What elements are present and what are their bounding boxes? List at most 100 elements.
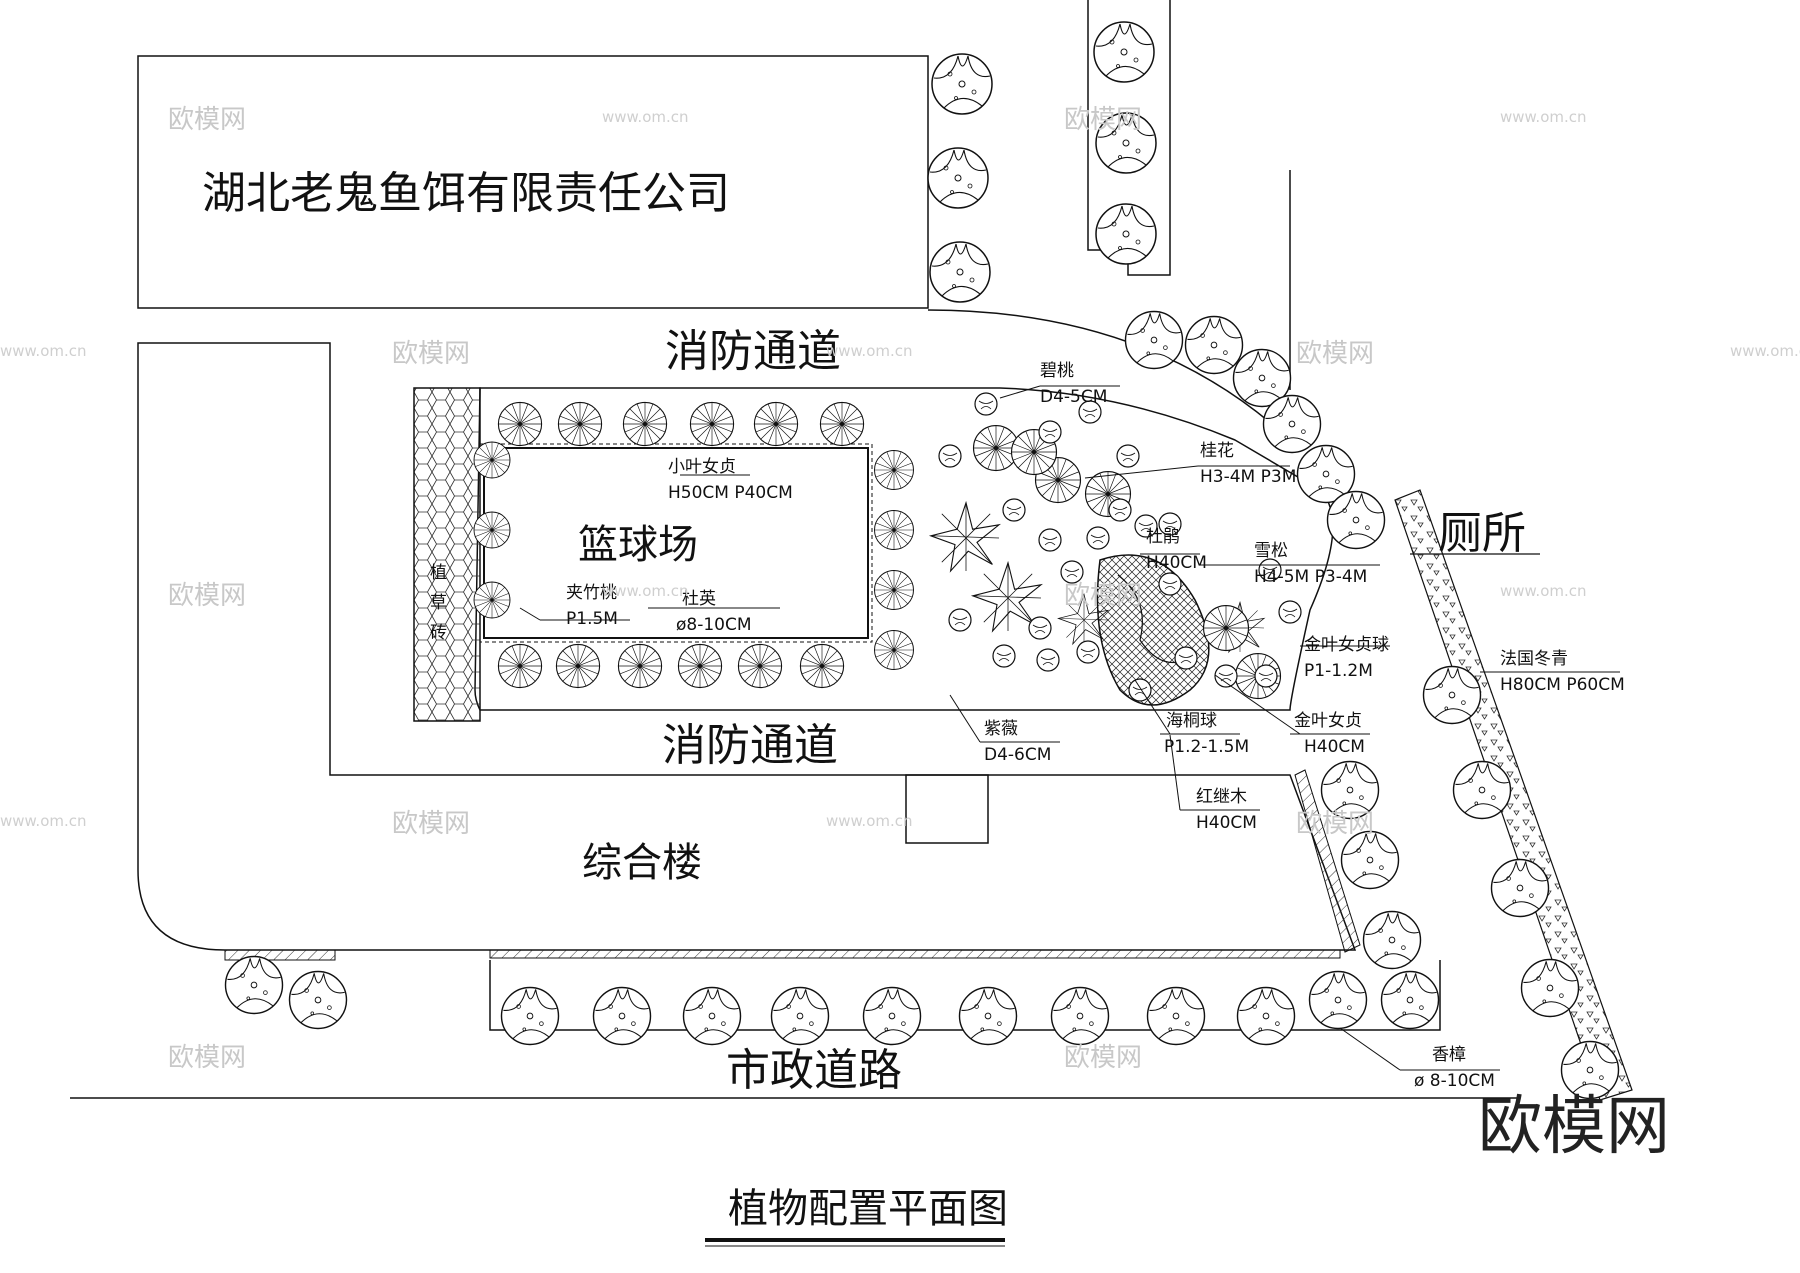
faguo-spec: H80CM P60CM [1500,675,1625,695]
watermark-text: 欧模网 [168,581,246,611]
hedge-tree [753,401,799,447]
ziwei-spec: D4-6CM [984,745,1051,765]
watermark-url: www.om.cn [0,812,87,830]
shrub-symbol [1028,616,1052,640]
shrub-symbol [1086,526,1110,550]
shrub-symbol [1116,444,1140,468]
hedge-tree [799,643,845,689]
camphor-tree [1262,394,1322,454]
shrub-symbol [1060,560,1084,584]
jinyeqiu-name: 金叶女贞球 [1304,635,1389,655]
camphor-tree [1340,830,1400,890]
duying-spec: ø8-10CM [676,615,752,635]
camphor-tree [927,147,989,209]
drawing-title: 植物配置平面图 [728,1186,1008,1232]
xiangzhang-name: 香樟 [1432,1045,1466,1065]
plant-labels [519,385,1620,1071]
camphor-tree [592,986,652,1046]
xuesong-name: 雪松 [1254,541,1288,561]
haitong-spec: P1.2-1.5M [1164,737,1249,757]
camphor-tree [1308,970,1368,1030]
camphor-tree [1520,958,1580,1018]
dujuan-name: 杜鹃 [1146,527,1180,547]
watermark-text: 欧模网 [392,339,470,369]
camphor-tree [288,970,348,1030]
watermark-url: www.om.cn [1500,108,1587,126]
camphor-tree [1380,970,1440,1030]
shrub-symbol [1254,664,1278,688]
watermark-url: www.om.cn [826,812,913,830]
camphor-tree [1422,665,1482,725]
camphor-tree [224,955,284,1015]
xiaoye-spec: H50CM P40CM [668,483,793,503]
shrub-symbol [938,444,962,468]
company-label: 湖北老鬼鱼饵有限责任公司 [202,168,730,219]
hedge-tree [677,643,723,689]
camphor-tree [1326,490,1386,550]
shrub-symbol [1128,678,1152,702]
hedge-tree [497,401,543,447]
watermark-url: www.om.cn [826,342,913,360]
basketball-court [483,447,869,639]
jinye-name: 金叶女贞 [1294,711,1362,731]
shrub-symbol [1002,498,1026,522]
camphor-tree [931,53,993,115]
camphor-tree [682,986,742,1046]
camphor-tree [770,986,830,1046]
watermark-url: www.om.cn [0,342,87,360]
shrub-symbol [1076,640,1100,664]
guihua-spec: H3-4M P3M [1200,467,1296,487]
hedge-tree [689,401,735,447]
hedge-tree [555,643,601,689]
fire-lane-top-label: 消防通道 [665,326,841,377]
watermark-text: 欧模网 [168,1043,246,1073]
jiazhutao-name: 夹竹桃 [566,583,617,603]
watermark-text: 欧模网 [1064,105,1142,135]
grass-brick-char-2: 草 [430,593,447,613]
watermark-url: www.om.cn [1730,342,1800,360]
camphor-tree [1146,986,1206,1046]
watermark-text: 欧模网 [392,809,470,839]
hedge-tree [874,630,914,670]
hedge-tree [874,450,914,490]
camphor-tree [1362,910,1422,970]
hedge-tree [737,643,783,689]
jinyeqiu-spec: P1-1.2M [1304,661,1373,681]
hedge-tree [473,511,511,549]
complex-label: 综合楼 [582,840,702,886]
hedge-tree [874,510,914,550]
camphor-tree [500,986,560,1046]
guihua-name: 桂花 [1200,441,1234,461]
watermark-text: 欧模网 [1064,581,1142,611]
shrub-symbol [992,644,1016,668]
camphor-tree [929,241,991,303]
shrub-symbol [974,392,998,416]
curb-strip [1294,769,1361,953]
shrub-symbol [1278,600,1302,624]
shrub-symbol [1108,498,1132,522]
watermark-url: www.om.cn [602,108,689,126]
camphor-tree [958,986,1018,1046]
complex-annex [905,774,989,844]
watermark-url: www.om.cn [1500,582,1587,600]
hedge-tree [497,643,543,689]
faguo-name: 法国冬青 [1500,649,1568,669]
xiangzhang-spec: ø 8-10CM [1414,1071,1495,1091]
camphor-tree [1452,760,1512,820]
hedge-tree [617,643,663,689]
hongjimu-spec: H40CM [1196,813,1257,833]
camphor-tree [862,986,922,1046]
shrub-symbol [1214,664,1238,688]
dujuan-spec: H40CM [1146,553,1207,573]
grass-brick-strip [413,387,481,722]
hedge-tree [557,401,603,447]
camphor-tree [1095,203,1157,265]
shrub-symbol [1038,528,1062,552]
watermark-text: 欧模网 [1296,809,1374,839]
shrub-symbol [1038,420,1062,444]
hongjimu-name: 红继木 [1196,787,1247,807]
jinye-spec: H40CM [1304,737,1365,757]
hedge-tree [622,401,668,447]
watermark-text: 欧模网 [1296,339,1374,369]
